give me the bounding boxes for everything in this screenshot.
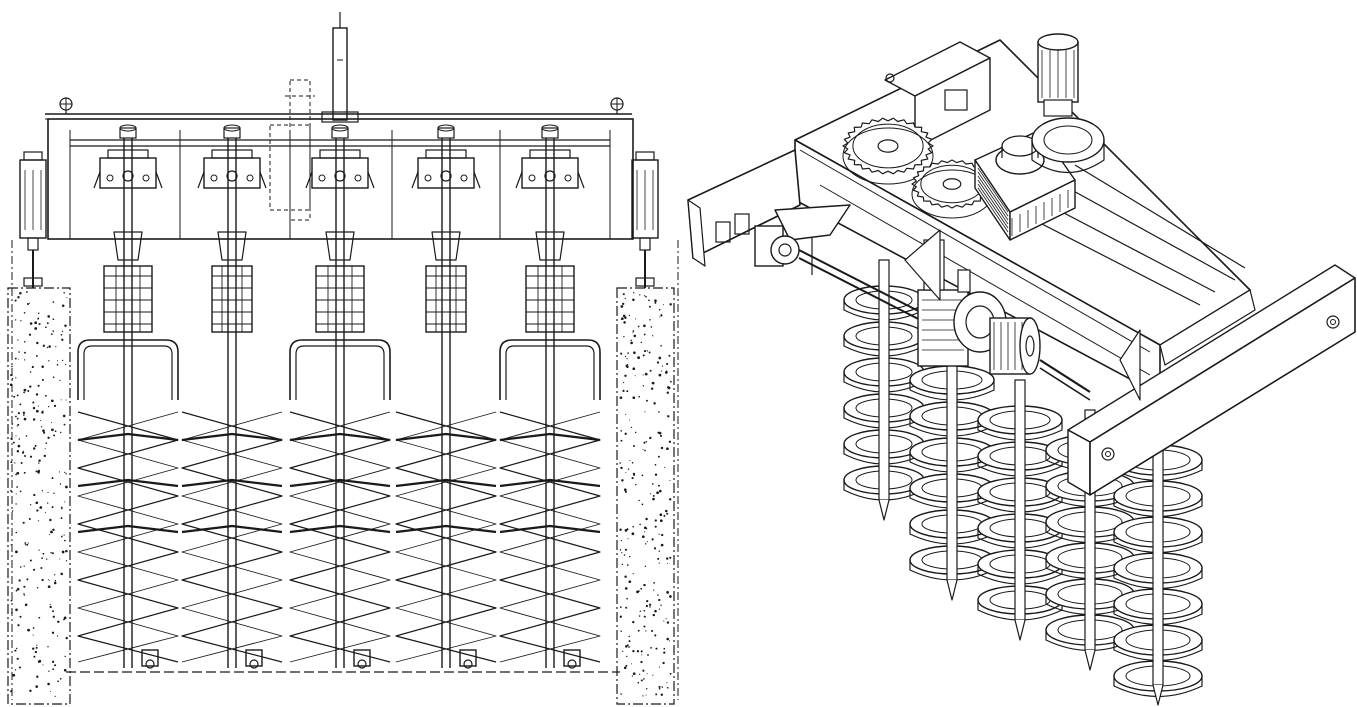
concrete-walls <box>7 287 675 705</box>
lifting-eye-icon <box>610 97 624 114</box>
concrete-wall <box>616 287 675 705</box>
concrete-wall <box>7 287 71 705</box>
isometric-gears <box>842 117 993 219</box>
left-shaft-coupling <box>754 225 941 331</box>
gearbox-frame <box>19 97 659 288</box>
auger-assembly <box>289 124 391 669</box>
feed-hopper <box>774 204 851 275</box>
auger-assembly <box>77 124 179 669</box>
gear-icon <box>911 159 993 219</box>
side-motor <box>631 151 659 288</box>
auger-assembly <box>499 124 601 669</box>
gear-icon <box>842 117 934 185</box>
auger-assembly <box>181 124 283 669</box>
front-elevation-view <box>7 12 679 705</box>
lower-drive-motor <box>904 229 1141 401</box>
front-augers <box>77 124 601 669</box>
left-support-arm <box>687 149 801 267</box>
center-drive-shaft <box>269 12 359 221</box>
helical-auger <box>843 259 925 521</box>
helical-auger <box>909 339 995 601</box>
side-motor <box>19 151 47 288</box>
top-drive-motor <box>1031 33 1105 174</box>
auger-assembly <box>395 124 497 669</box>
lifting-eye-icon <box>59 97 73 114</box>
helical-auger <box>977 379 1063 641</box>
